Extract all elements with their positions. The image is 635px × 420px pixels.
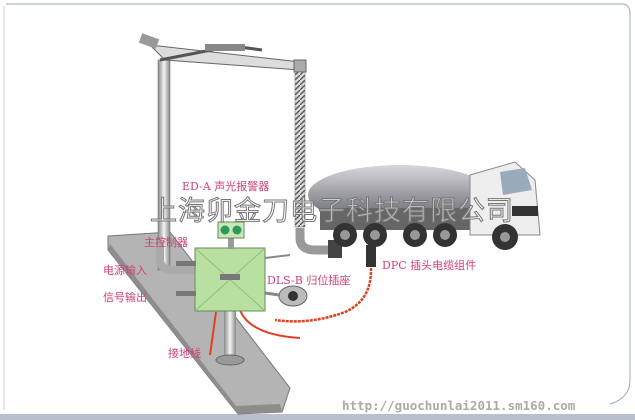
dpc-cable — [274, 267, 373, 323]
loading-hose — [294, 71, 306, 228]
company-watermark: 上海卯金刀电子科技有限公司 — [150, 196, 514, 227]
source-url: http://guochunlai2011.sm160.com — [342, 398, 576, 413]
label-dls-b-socket: DLS-B 归位插座 — [267, 274, 351, 287]
label-alarm: ED-A 声光报警器 — [182, 180, 270, 193]
label-dpc-plug: DPC 插头电缆组件 — [382, 259, 477, 272]
footer-bar — [0, 414, 635, 420]
frame-border — [6, 3, 631, 405]
label-ground-wire: 接地线 — [168, 347, 201, 360]
label-signal-output: 信号输出 — [103, 291, 147, 304]
label-controller: 主控制器 — [144, 236, 188, 249]
dpc-plug — [366, 245, 376, 267]
label-power-input: 电源输入 — [103, 264, 147, 277]
tanker-truck — [308, 161, 541, 250]
support-post — [224, 310, 236, 360]
